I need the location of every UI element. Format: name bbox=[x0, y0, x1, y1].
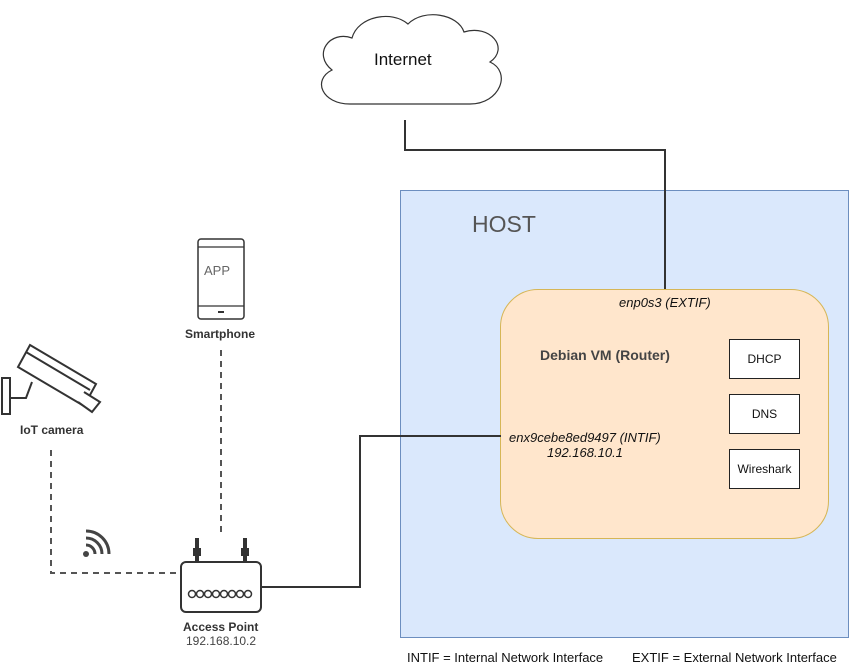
router-vm-title: Debian VM (Router) bbox=[540, 347, 670, 363]
lan-link bbox=[260, 435, 501, 588]
smartphone-icon bbox=[197, 238, 245, 320]
wifi-icon bbox=[83, 529, 111, 557]
internet-cloud-icon bbox=[320, 14, 502, 105]
iot-camera-label: IoT camera bbox=[20, 423, 84, 437]
service-dhcp: DHCP bbox=[729, 339, 800, 379]
host-title: HOST bbox=[472, 211, 536, 237]
internal-interface-label: enx9cebe8ed9497 (INTIF) bbox=[509, 430, 661, 445]
service-wireshark: Wireshark bbox=[729, 449, 800, 489]
access-point-label: Access Point bbox=[183, 620, 259, 634]
access-point-icon bbox=[180, 538, 262, 613]
service-dns: DNS bbox=[729, 394, 800, 434]
iot-camera-icon bbox=[1, 343, 102, 415]
access-point-ip: 192.168.10.2 bbox=[186, 634, 257, 648]
internal-ip-label: 192.168.10.1 bbox=[547, 445, 623, 460]
legend-extif: EXTIF = External Network Interface bbox=[632, 650, 837, 665]
legend-intif: INTIF = Internal Network Interface bbox=[407, 650, 604, 665]
internet-label: Internet bbox=[374, 50, 432, 69]
wireless-link-camera bbox=[50, 450, 181, 574]
wan-link bbox=[404, 120, 666, 289]
smartphone-screen-text: APP bbox=[204, 263, 231, 278]
external-interface-label: enp0s3 (EXTIF) bbox=[619, 295, 711, 310]
smartphone-label: Smartphone bbox=[185, 327, 256, 341]
